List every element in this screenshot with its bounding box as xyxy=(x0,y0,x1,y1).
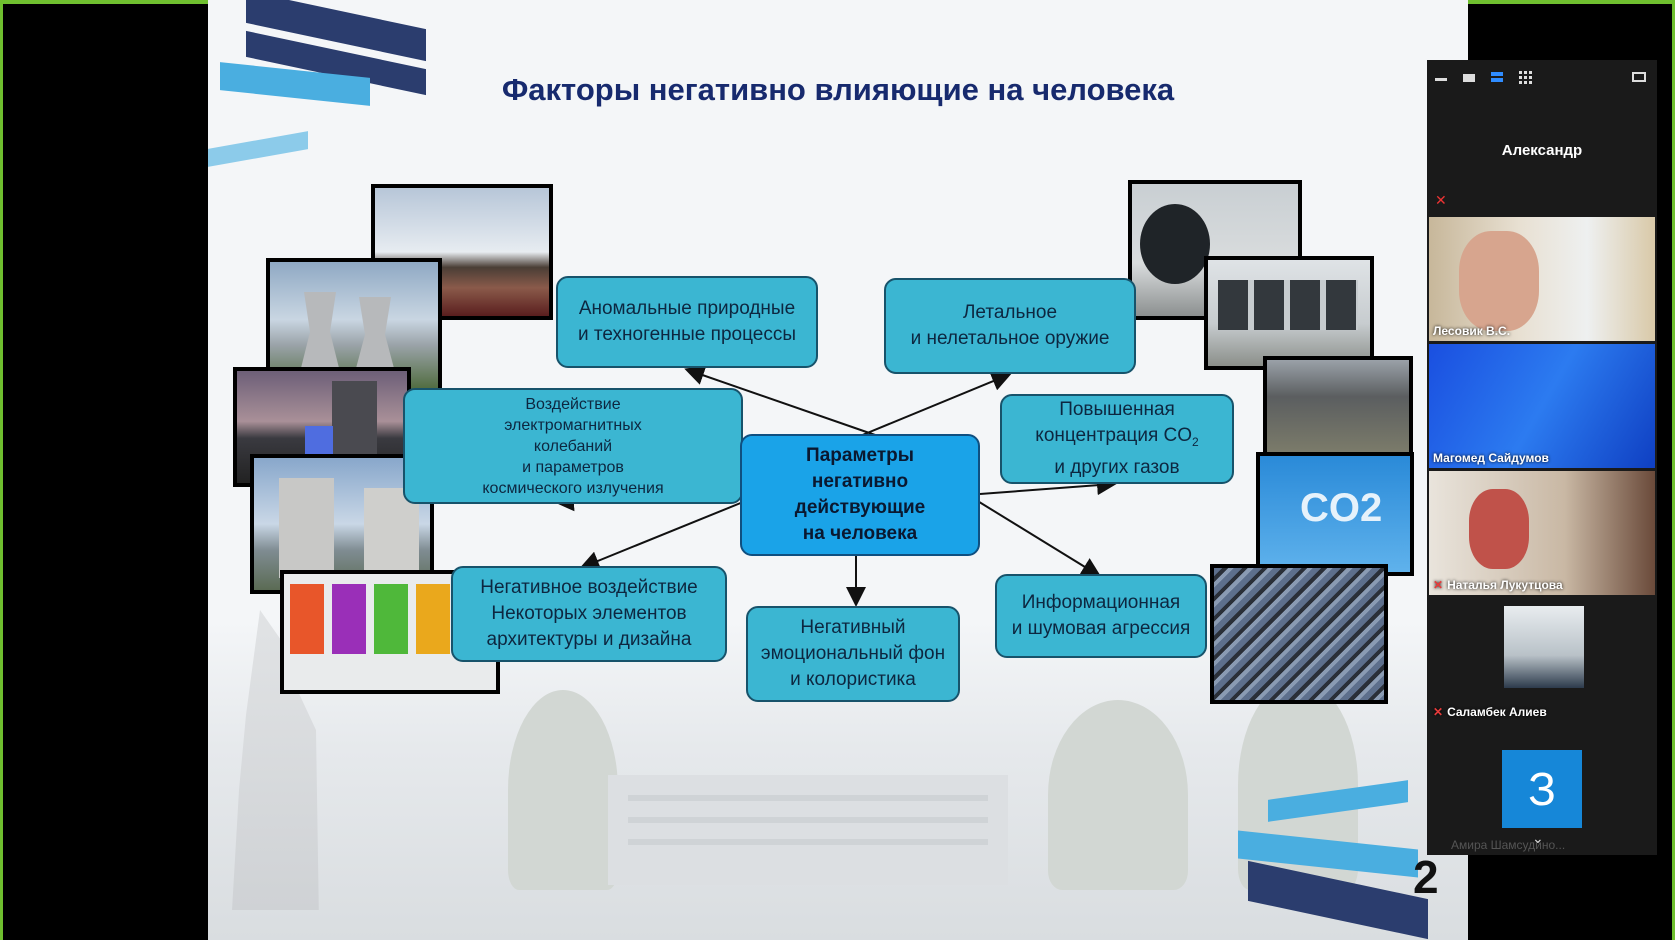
smokestacks-photo xyxy=(1263,356,1413,456)
traffic-jam-photo xyxy=(1210,564,1388,704)
participant-name-3: Наталья Лукутцова xyxy=(1447,578,1563,592)
tree-background xyxy=(1048,700,1188,890)
active-participant-name: Александр xyxy=(1501,142,1583,159)
box-anomalous-processes: Аномальные природные и техногенные проце… xyxy=(556,276,818,368)
minimize-icon[interactable] xyxy=(1435,70,1449,84)
arrow-to-weapons xyxy=(859,371,1012,437)
co2-subscript: 2 xyxy=(1192,434,1199,449)
mic-off-icon: ✕ xyxy=(1435,192,1447,208)
arrow-to-architecture xyxy=(579,499,749,571)
mic-off-icon: ✕ xyxy=(1433,705,1444,719)
participant-panel: Александр ✕ Лесовик В.С. Магомед Сайдумо… xyxy=(1427,60,1657,855)
participant-tile-2[interactable]: Магомед Сайдумов xyxy=(1429,344,1655,468)
participant-photo-4 xyxy=(1504,606,1584,688)
window-frame-left xyxy=(0,0,3,940)
co2-cloud-text: CO2 xyxy=(1300,486,1383,530)
slide-title: Факторы негативно влияющие на человека xyxy=(501,72,1175,107)
box-architecture: Негативное воздействие Некоторых элемент… xyxy=(451,566,727,662)
participant-name-2: Магомед Сайдумов xyxy=(1433,451,1549,465)
box-co2-concentration: Повышенная концентрация CO2 и других газ… xyxy=(1000,394,1234,484)
participant-name-5: Амира Шамсудино... xyxy=(1451,838,1566,852)
co2-prefix: Повышенная концентрация CO xyxy=(1035,399,1193,447)
mic-off-icon: ✕ xyxy=(1433,578,1444,592)
participant-tile-4[interactable]: ✕Саламбек Алиев xyxy=(1429,598,1655,722)
slide-page-number: 2 xyxy=(1413,851,1439,903)
box-center-parameters: Параметры негативно действующие на челов… xyxy=(740,434,980,556)
participant-name-1: Лесовик В.С. xyxy=(1433,324,1511,338)
tree-background xyxy=(508,690,618,890)
participant-tile-3[interactable]: ✕Наталья Лукутцова xyxy=(1429,471,1655,595)
co2-suffix: и других газов xyxy=(1054,456,1180,478)
arrow-to-info-noise xyxy=(975,499,1102,578)
box-info-noise: Информационная и шумовая агрессия xyxy=(995,574,1207,658)
restore-icon[interactable] xyxy=(1463,70,1477,84)
participant-name-4: Саламбек Алиев xyxy=(1447,705,1547,719)
participant-avatar[interactable]: З xyxy=(1502,750,1582,828)
box-electromagnetic: Воздействие электромагнитных колебаний и… xyxy=(403,388,743,504)
gallery-view-icon[interactable] xyxy=(1519,70,1533,84)
arrow-to-anomalous xyxy=(684,365,879,437)
speaker-view-icon[interactable] xyxy=(1491,70,1505,84)
box-emotional-background: Негативный эмоциональный фон и колористи… xyxy=(746,606,960,702)
window-frame-right xyxy=(1672,0,1675,940)
arrow-to-co2 xyxy=(979,475,1117,496)
box-weapons: Летальное и нелетальное оружие xyxy=(884,278,1136,374)
participant-tile-1[interactable]: Лесовик В.С. xyxy=(1429,217,1655,341)
antenna-array-photo xyxy=(1204,256,1374,370)
chevron-down-icon[interactable]: ⌄ xyxy=(1532,830,1544,846)
exit-fullscreen-icon[interactable] xyxy=(1632,70,1648,84)
co2-sky-photo: CO2 xyxy=(1256,452,1414,576)
shared-slide: Факторы негативно влияющие на человека xyxy=(208,0,1468,940)
university-building-background xyxy=(608,775,1008,885)
